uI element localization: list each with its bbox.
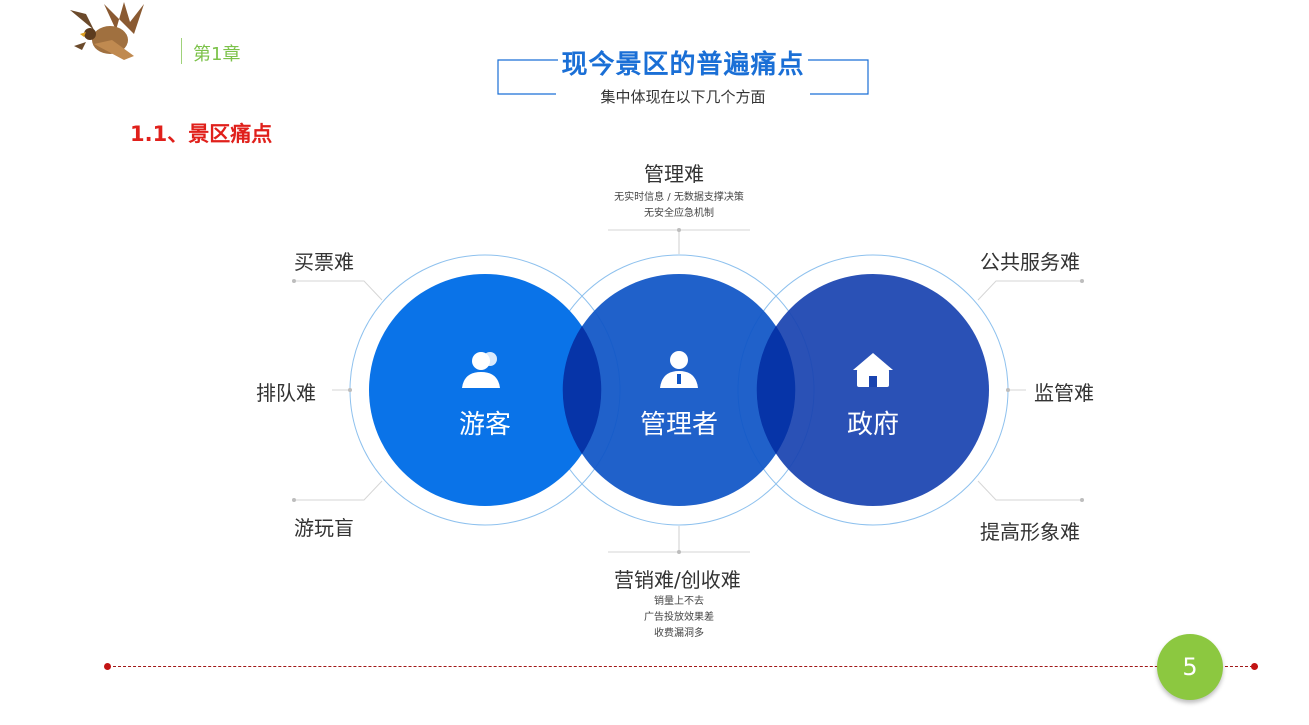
- left-pain-label: 排队难: [256, 381, 316, 405]
- bottom-detail-line: 广告投放效果差: [644, 612, 714, 623]
- visitor-label: 游客: [458, 410, 511, 440]
- top-detail-line: 无安全应急机制: [644, 208, 714, 219]
- left-pain-label: 买票难: [294, 250, 354, 274]
- top-detail-line: 无实时信息 / 无数据支撑决策: [614, 192, 744, 203]
- section-heading: 1.1、景区痛点: [130, 122, 273, 146]
- chapter-label: 第1章: [193, 44, 241, 65]
- bottom-pain-label: 营销难/创收难: [614, 568, 741, 592]
- pain-points-diagram: 游客 管理者 政府 管理难 无实时信息 / 无数据支撑决策 无安全应急机制 营销…: [240, 150, 1120, 640]
- bottom-detail-line: 收费漏洞多: [654, 628, 704, 639]
- government-circle: [757, 274, 989, 506]
- footer-divider: [108, 666, 1258, 667]
- bottom-detail-line: 销量上不去: [654, 596, 704, 607]
- slide-subtitle: 集中体现在以下几个方面: [600, 88, 766, 106]
- top-pain-label: 管理难: [644, 162, 704, 186]
- users-icon: [462, 352, 500, 388]
- right-pain-label: 提高形象难: [980, 520, 1080, 544]
- page-number-badge: 5: [1157, 634, 1223, 700]
- top-pain-detail: 无实时信息 / 无数据支撑决策 无安全应急机制: [579, 190, 779, 222]
- footer-dot-left: [104, 663, 111, 670]
- house-icon: [853, 353, 893, 387]
- footer-dot-right: [1251, 663, 1258, 670]
- manager-label: 管理者: [639, 410, 718, 440]
- government-label: 政府: [846, 410, 899, 440]
- manager-icon: [660, 351, 698, 388]
- diagram-graphics: [292, 228, 1084, 554]
- bottom-pain-detail: 销量上不去 广告投放效果差 收费漏洞多: [579, 594, 779, 642]
- title-frame: [497, 59, 869, 95]
- right-pain-label: 监管难: [1034, 381, 1094, 405]
- slide-title: 现今景区的普遍痛点: [561, 50, 805, 80]
- chapter-divider: [181, 38, 182, 64]
- left-pain-label: 游玩盲: [294, 516, 354, 540]
- page-number: 5: [1182, 653, 1198, 681]
- right-pain-label: 公共服务难: [980, 250, 1080, 274]
- eagle-logo: [70, 2, 144, 60]
- manager-circle: [563, 274, 795, 506]
- visitor-circle: [369, 274, 601, 506]
